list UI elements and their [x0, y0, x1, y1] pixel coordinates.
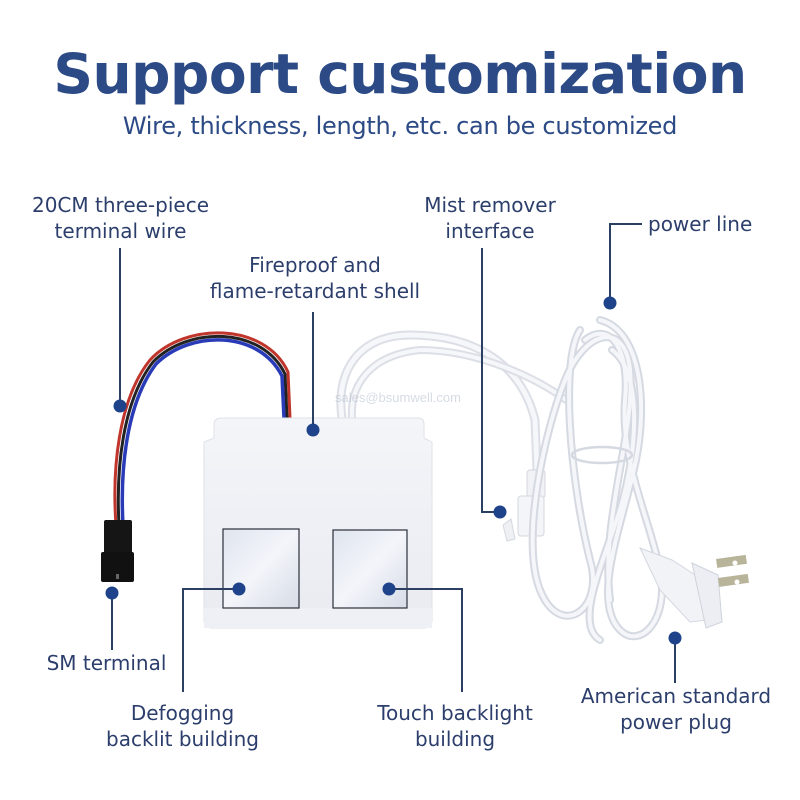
label-shell: Fireproof and flame-retardant shell [209, 253, 421, 303]
mist-cable [336, 330, 570, 475]
callout-dots [105, 296, 682, 645]
terminal-wire-dot [113, 399, 127, 413]
defogging-dot [232, 582, 246, 596]
leader-lines [111, 223, 676, 692]
terminal-wire [113, 331, 292, 527]
shell-dot [306, 423, 320, 437]
mist-interface-dot [493, 505, 507, 519]
control-box [203, 417, 433, 629]
label-defogging: Defogging backlit building [106, 701, 259, 751]
power-cord [528, 316, 666, 644]
touch-dot [382, 582, 396, 596]
label-power-line: power line [648, 212, 753, 236]
watermark: sales@bsumwell.com [335, 390, 461, 405]
label-plug: American standard power plug [580, 684, 772, 734]
page-subtitle: Wire, thickness, length, etc. can be cus… [122, 112, 678, 140]
sm-terminal-dot [105, 586, 119, 600]
plug-dot [668, 631, 682, 645]
power-line-dot [603, 296, 617, 310]
label-touch: Touch backlight building [377, 701, 533, 751]
us-plug-icon [639, 547, 749, 629]
label-sm-terminal: SM terminal [46, 651, 167, 675]
label-mist-interface: Mist remover interface [424, 193, 556, 243]
sm-connector-icon [101, 520, 134, 582]
page-title: Support customization [53, 42, 747, 106]
label-terminal-wire: 20CM three-piece terminal wire [31, 193, 209, 243]
